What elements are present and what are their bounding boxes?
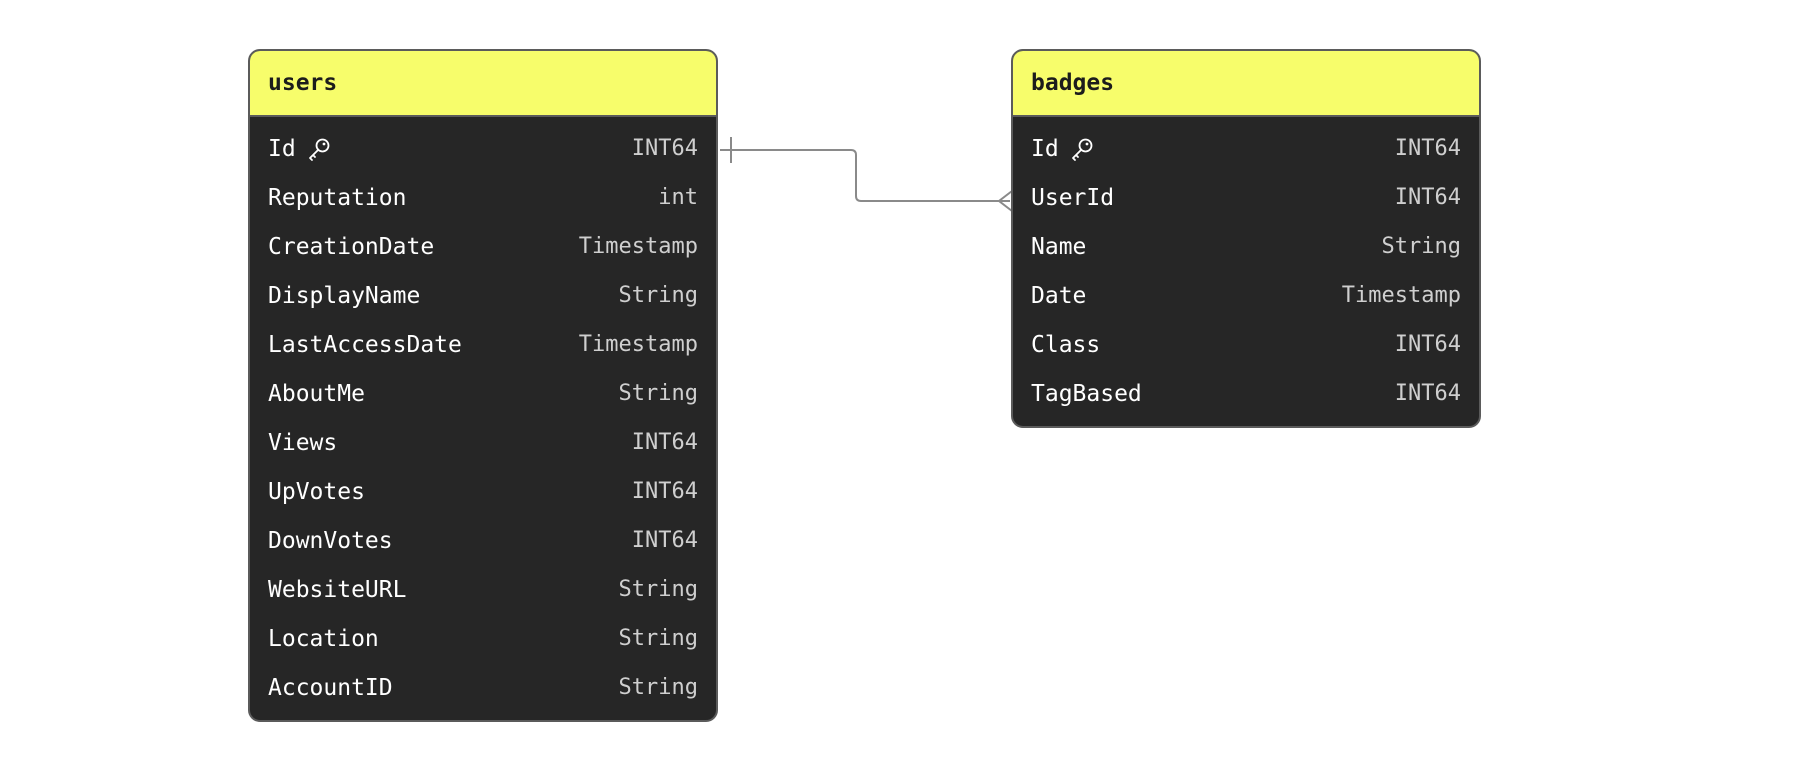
relationship-line xyxy=(720,149,1010,202)
column-name: Id xyxy=(268,135,296,162)
column-type: INT64 xyxy=(1394,381,1461,406)
table-row[interactable]: Views INT64 xyxy=(250,418,716,467)
table-row[interactable]: AccountID String xyxy=(250,663,716,712)
column-name: UpVotes xyxy=(268,478,365,505)
column-name: Name xyxy=(1031,233,1087,260)
table-row[interactable]: AboutMe String xyxy=(250,369,716,418)
table-row[interactable]: UserId INT64 xyxy=(1013,173,1479,222)
column-type: INT64 xyxy=(631,479,698,504)
users-table[interactable]: users Id INT64 Reputation xyxy=(248,49,718,722)
column-type: String xyxy=(1381,234,1461,259)
column-type: INT64 xyxy=(631,528,698,553)
badges-table-header[interactable]: badges xyxy=(1013,51,1479,117)
column-type: INT64 xyxy=(1394,136,1461,161)
table-row[interactable]: TagBased INT64 xyxy=(1013,369,1479,418)
column-type: int xyxy=(658,185,698,210)
column-type: Timestamp xyxy=(578,332,698,357)
table-row[interactable]: WebsiteURL String xyxy=(250,565,716,614)
column-type: String xyxy=(618,283,698,308)
column-name: LastAccessDate xyxy=(268,331,462,358)
table-row[interactable]: Location String xyxy=(250,614,716,663)
table-title: users xyxy=(268,70,338,96)
column-name: Date xyxy=(1031,282,1087,309)
column-name: Views xyxy=(268,429,338,456)
column-name: AccountID xyxy=(268,674,393,701)
users-table-header[interactable]: users xyxy=(250,51,716,117)
column-name: Class xyxy=(1031,331,1101,358)
key-icon xyxy=(306,136,332,162)
column-name: AboutMe xyxy=(268,380,365,407)
table-row[interactable]: Class INT64 xyxy=(1013,320,1479,369)
column-type: String xyxy=(618,577,698,602)
column-name: Id xyxy=(1031,135,1059,162)
table-row[interactable]: Name String xyxy=(1013,222,1479,271)
key-icon xyxy=(1069,136,1095,162)
column-type: String xyxy=(618,381,698,406)
column-name: TagBased xyxy=(1031,380,1142,407)
column-name: Location xyxy=(268,625,379,652)
table-row[interactable]: CreationDate Timestamp xyxy=(250,222,716,271)
column-type: Timestamp xyxy=(1341,283,1461,308)
table-row[interactable]: Reputation int xyxy=(250,173,716,222)
column-type: String xyxy=(618,675,698,700)
column-name: CreationDate xyxy=(268,233,435,260)
column-type: INT64 xyxy=(631,136,698,161)
table-row[interactable]: DisplayName String xyxy=(250,271,716,320)
table-row[interactable]: LastAccessDate Timestamp xyxy=(250,320,716,369)
column-name: UserId xyxy=(1031,184,1115,211)
table-row[interactable]: Date Timestamp xyxy=(1013,271,1479,320)
column-type: INT64 xyxy=(1394,332,1461,357)
column-name: Reputation xyxy=(268,184,407,211)
table-row[interactable]: Id INT64 xyxy=(250,124,716,173)
table-row[interactable]: Id INT64 xyxy=(1013,124,1479,173)
column-type: String xyxy=(618,626,698,651)
table-title: badges xyxy=(1031,70,1115,96)
column-name: WebsiteURL xyxy=(268,576,407,603)
table-row[interactable]: DownVotes INT64 xyxy=(250,516,716,565)
column-name: DisplayName xyxy=(268,282,421,309)
column-type: Timestamp xyxy=(578,234,698,259)
column-name: DownVotes xyxy=(268,527,393,554)
column-type: INT64 xyxy=(1394,185,1461,210)
table-row[interactable]: UpVotes INT64 xyxy=(250,467,716,516)
badges-table[interactable]: badges Id INT64 UserId I xyxy=(1011,49,1481,428)
column-type: INT64 xyxy=(631,430,698,455)
